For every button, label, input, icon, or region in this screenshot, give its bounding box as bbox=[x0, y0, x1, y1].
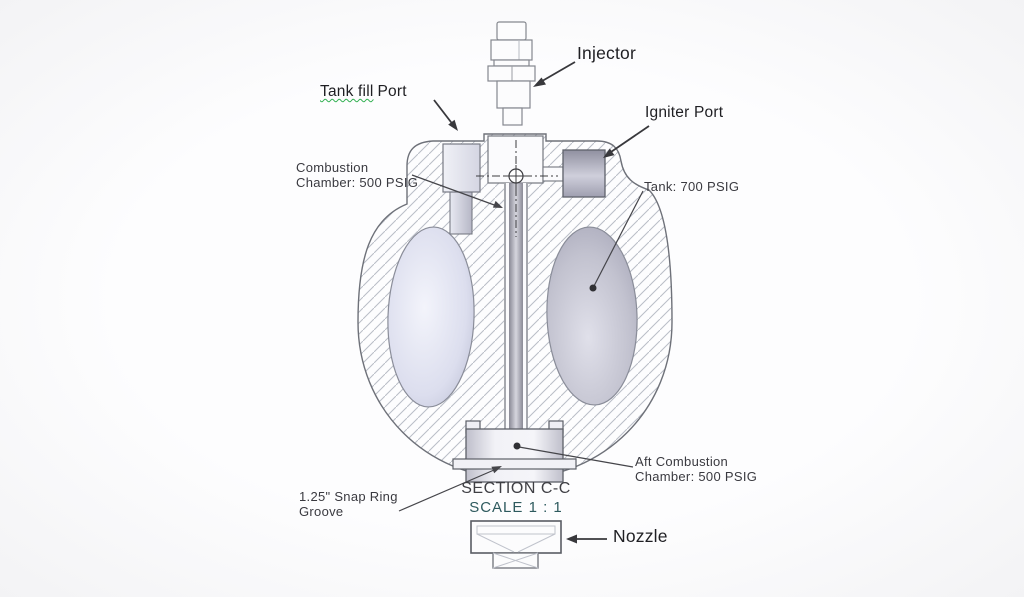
combustion-leader-arrow bbox=[411, 174, 503, 208]
snap-ring-leader-arrow bbox=[398, 466, 502, 512]
igniter-leader-arrow bbox=[603, 125, 650, 158]
snap-ring-groove-label: 1.25" Snap Ring Groove bbox=[299, 489, 398, 519]
section-caption: SECTION C-C SCALE 1 : 1 bbox=[420, 480, 612, 516]
aft-combustion-chamber-label: Aft Combustion Chamber: 500 PSIG bbox=[635, 454, 758, 484]
tank-leader-dot bbox=[589, 190, 644, 292]
snap-ring-label-line2: Groove bbox=[299, 503, 344, 519]
injector-label: Injector bbox=[577, 43, 636, 63]
tank-fill-misspelled-word: Tank fill bbox=[320, 83, 374, 100]
nozzle-leader-arrow bbox=[566, 534, 607, 544]
combustion-chamber-label-line2: Chamber: 500 PSIG bbox=[296, 174, 419, 190]
tank-fill-leader-arrow bbox=[433, 99, 458, 131]
snap-ring-groove-band bbox=[452, 458, 577, 470]
section-title: SECTION C-C bbox=[461, 480, 571, 497]
injector-leader-arrow bbox=[533, 61, 576, 87]
centerline-marks bbox=[476, 140, 558, 237]
aft-combustion-label-line2: Chamber: 500 PSIG bbox=[635, 468, 758, 484]
tank-fill-port-word: Port bbox=[377, 83, 407, 100]
combustion-chamber-label: Combustion Chamber: 500 PSIG bbox=[296, 160, 419, 190]
aft-combustion-label-line1: Aft Combustion bbox=[635, 454, 729, 469]
igniter-port-label: Igniter Port bbox=[645, 104, 724, 121]
aft-leader-dot bbox=[513, 442, 634, 468]
tank-fill-port-graphic bbox=[442, 143, 481, 235]
aft-chamber-cup bbox=[452, 420, 577, 483]
section-scale: SCALE 1 : 1 bbox=[469, 499, 563, 516]
combustion-chamber-label-line1: Combustion bbox=[296, 160, 369, 175]
tank-pressure-label: Tank: 700 PSIG bbox=[644, 179, 740, 194]
leader-lines bbox=[398, 61, 650, 544]
injector-graphic bbox=[487, 21, 536, 126]
tank-cavity-left bbox=[387, 226, 475, 408]
crosshair-icon bbox=[504, 165, 528, 188]
tank-cavity-right bbox=[546, 226, 638, 406]
nozzle-label: Nozzle bbox=[613, 526, 668, 546]
igniter-port-graphic bbox=[542, 149, 606, 198]
nozzle-graphic bbox=[470, 520, 562, 569]
snap-ring-label-line1: 1.25" Snap Ring bbox=[299, 489, 398, 504]
